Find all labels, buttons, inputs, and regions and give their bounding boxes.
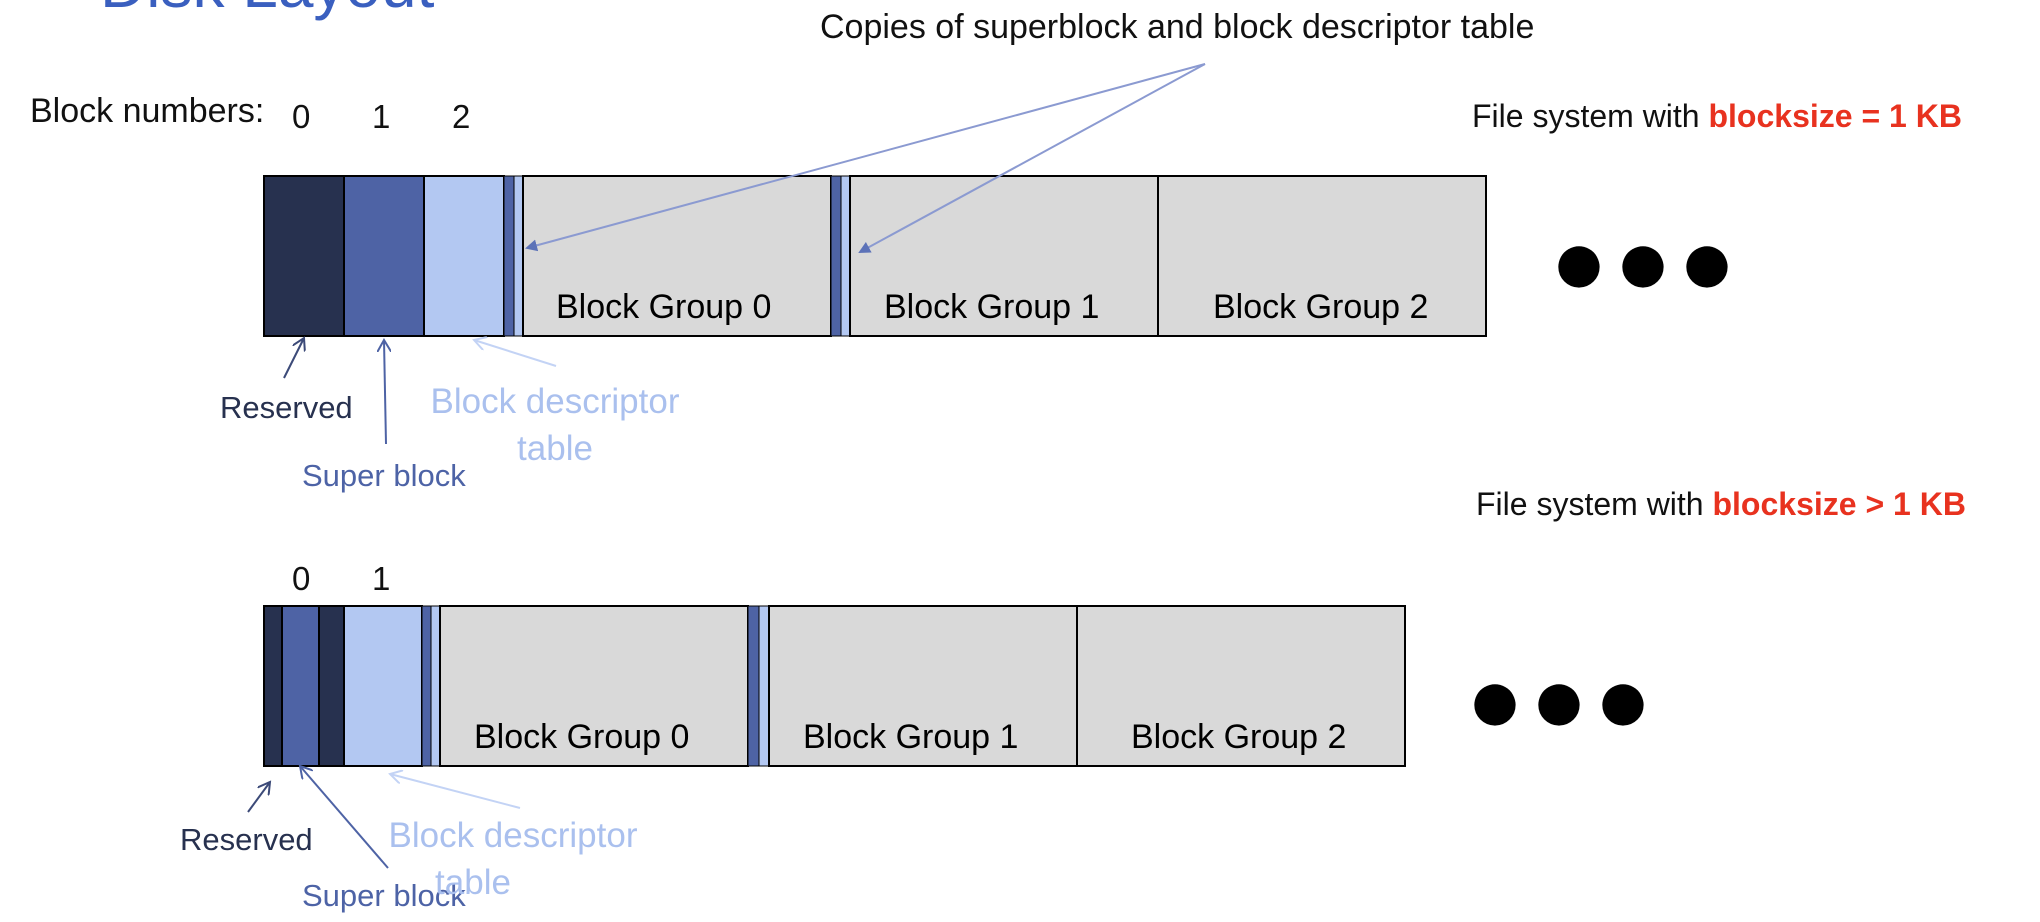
row2-block-number-0: 0	[292, 560, 311, 597]
row2-block-number-1: 1	[372, 560, 391, 597]
row1-reserved-label: Reserved	[220, 390, 353, 425]
row2-group1-desc-stripe	[758, 605, 770, 767]
row2-group0-desc-stripe	[430, 605, 441, 767]
block-numbers-label: Block numbers:	[30, 92, 265, 130]
row1-super-block	[343, 175, 425, 337]
row1-group0-label: Block Group 0	[556, 288, 772, 326]
row1-super-block-label: Super block	[302, 458, 466, 493]
row2-reserved-block	[263, 605, 283, 767]
row1-descriptor-arrow	[474, 340, 557, 367]
row1-blocksize-note: File system with blocksize = 1 KB	[1472, 98, 1962, 135]
row2-group0-label: Block Group 0	[474, 718, 690, 756]
row2-group2-label: Block Group 2	[1131, 718, 1347, 756]
row2-super-block	[281, 605, 320, 767]
row2-descriptor-arrow	[390, 774, 521, 809]
row1-descriptor-label-line1: Block descriptor	[430, 382, 680, 421]
row2-reserved-rest	[318, 605, 345, 767]
row2-note-prefix: File system with	[1476, 486, 1713, 522]
row1-reserved-block	[263, 175, 345, 337]
row1-block-number-0: 0	[292, 98, 311, 135]
row1-disk-bar	[263, 175, 1487, 337]
row1-reserved-arrow	[283, 338, 304, 379]
row1-group1-label: Block Group 1	[884, 288, 1100, 326]
row2-group1-label: Block Group 1	[803, 718, 1019, 756]
row2-group2	[1076, 605, 1406, 767]
copies-arrow-1	[858, 63, 1206, 253]
row2-group1	[768, 605, 1078, 767]
row1-group1-desc-stripe	[840, 175, 851, 337]
row2-descriptor-label-line2: table	[435, 863, 511, 902]
row2-descriptor-block	[343, 605, 423, 767]
row1-group1	[849, 175, 1159, 337]
copies-arrow-0	[525, 63, 1206, 252]
row2-note-highlight: blocksize > 1 KB	[1712, 486, 1966, 522]
row1-note-prefix: File system with	[1472, 98, 1709, 134]
row2-reserved-label: Reserved	[180, 822, 313, 857]
row2-descriptor-label: Block descriptor table	[368, 812, 658, 906]
row1-descriptor-label-line2: table	[517, 429, 593, 468]
row2-blocksize-note: File system with blocksize > 1 KB	[1476, 486, 1966, 523]
row1-group0	[522, 175, 832, 337]
row2-group0-super-stripe	[421, 605, 432, 767]
row1-descriptor-block	[423, 175, 505, 337]
row1-block-number-1: 1	[372, 98, 391, 135]
row2-super-arrow	[300, 766, 389, 869]
row2-group0	[439, 605, 749, 767]
row1-group2	[1157, 175, 1487, 337]
row1-block-number-2: 2	[452, 98, 471, 135]
page-title: Disk Layout	[100, 0, 434, 22]
row1-group0-super-stripe	[503, 175, 515, 337]
row1-group0-desc-stripe	[513, 175, 524, 337]
row1-super-arrow	[384, 340, 386, 445]
row2-reserved-arrow	[247, 782, 270, 813]
row1-group1-super-stripe	[830, 175, 842, 337]
copies-caption: Copies of superblock and block descripto…	[820, 8, 1535, 46]
row2-descriptor-label-line1: Block descriptor	[388, 816, 638, 855]
row1-note-highlight: blocksize = 1 KB	[1708, 98, 1962, 134]
row1-descriptor-label: Block descriptor table	[410, 378, 700, 472]
row1-group2-label: Block Group 2	[1213, 288, 1429, 326]
row2-group1-super-stripe	[747, 605, 760, 767]
row2-disk-bar	[263, 605, 1406, 767]
row2-super-block-label: Super block	[302, 878, 466, 913]
